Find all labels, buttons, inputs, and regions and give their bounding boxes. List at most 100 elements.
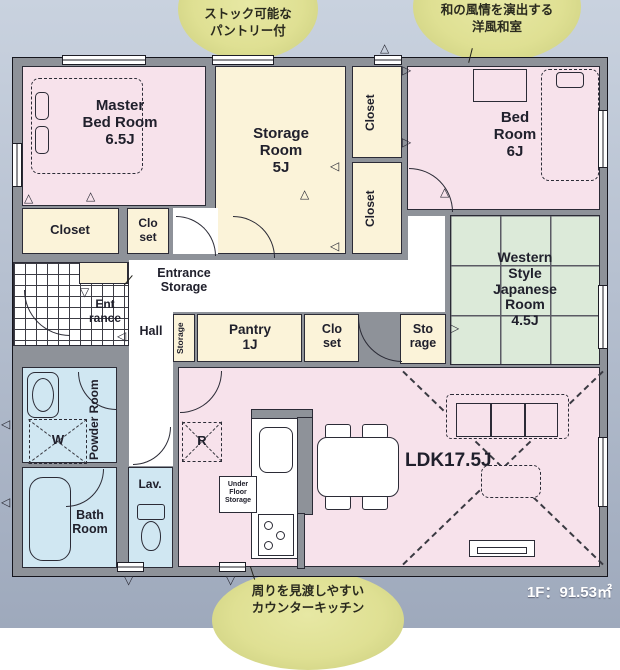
kitchen-counter-back-wall: [251, 409, 313, 419]
entrance-line1: Ent: [95, 297, 115, 311]
floor-area-label: 1F：91.53㎡: [526, 584, 612, 601]
bed-master-icon: [31, 78, 143, 174]
sofa-cushions: [456, 403, 558, 437]
closet-sm-line2: set: [139, 229, 157, 244]
label-western-room: Western Style Japanese Room 4.5J: [460, 249, 590, 329]
window-top-small: [374, 55, 402, 65]
bath-line1: Bath: [76, 508, 104, 522]
kitchen-wall-stub: [297, 513, 305, 569]
bedroom-line3: 6J: [506, 142, 524, 160]
entrance-line2: rance: [88, 310, 122, 325]
opening-marker-icon: ◁: [330, 159, 340, 173]
vent-marker-icon: ▽: [124, 573, 134, 587]
opening-marker-icon: ▷: [402, 135, 412, 149]
callout-kitchen-text: 周りを見渡しやすい カウンターキッチン: [212, 583, 404, 617]
storage-sm-line1: Sto: [412, 322, 434, 336]
entrance-storage-cabinet: [79, 262, 128, 284]
tv-board-icon: [469, 540, 535, 557]
tv-board-inner: [477, 547, 527, 554]
refrigerator-icon: [182, 422, 222, 462]
opening-marker-icon: △: [86, 189, 96, 203]
burner-icon: [264, 541, 273, 550]
room-storage-5j: [215, 66, 346, 254]
room-pantry: [197, 314, 302, 362]
callout-washitsu-line1: 和の風情を演出する: [440, 3, 554, 17]
toilet-bowl-icon: [141, 521, 161, 551]
closet-mid-line2: set: [322, 336, 342, 351]
room-lavatory: [128, 467, 173, 568]
powder-sink-icon: [27, 372, 59, 418]
room-closet-a: [352, 66, 402, 158]
label-storage-strip: Storage: [175, 322, 185, 354]
bathtub-icon: [29, 477, 71, 561]
ent-storage-line2: Storage: [160, 280, 208, 295]
ufs-line2: Floor: [229, 488, 247, 496]
room-storage-strip: [173, 314, 195, 362]
western-line1: Western: [497, 249, 553, 265]
bath-line2: Room: [72, 522, 108, 537]
callout-kitchen-line1: 周りを見渡しやすい: [251, 584, 365, 598]
ufs-line1: Under: [227, 481, 249, 488]
opening-marker-icon: △: [24, 191, 34, 205]
refrigerator-label: R: [197, 433, 207, 448]
pantry-line1: Pantry: [228, 322, 272, 337]
callout-kitchen-line2: カウンターキッチン: [251, 600, 365, 615]
kitchen-counter-side-wall: [297, 417, 313, 515]
washer-label: W: [51, 432, 65, 447]
opening-marker-icon: ▷: [402, 63, 412, 77]
label-closet-mid: Clo set: [310, 322, 354, 350]
window-right-ldk: [598, 437, 608, 507]
desk-icon: [473, 69, 527, 102]
label-hall: Hall: [139, 324, 163, 338]
label-powder-room: Powder Room: [87, 379, 102, 460]
ufs-line3: Storage: [224, 496, 252, 504]
master-line2: Bed Room: [82, 113, 158, 131]
bedroom-line1: Bed: [500, 109, 530, 126]
label-ldk: LDK17.5J: [405, 450, 492, 471]
western-line3: Japanese: [493, 280, 557, 297]
master-line3: 6.5J: [105, 130, 135, 148]
label-entrance-storage: Entrance Storage: [136, 266, 232, 294]
callout-pantry-line2: パントリー付: [210, 23, 286, 38]
coffee-table-icon: [481, 465, 541, 498]
pillow-icon: [556, 72, 584, 88]
opening-marker-icon: ▷: [450, 321, 460, 335]
callout-pantry-line1: ストック可能な: [204, 7, 292, 21]
room-master-bedroom: [22, 66, 206, 206]
room-storage-small: [400, 314, 446, 364]
western-line2: Style: [508, 264, 542, 281]
chair-icon: [362, 495, 388, 510]
western-line5: 4.5J: [511, 312, 539, 329]
label-pantry: Pantry 1J: [205, 322, 295, 353]
chair-icon: [325, 495, 351, 510]
kitchen-sink-icon: [259, 427, 293, 473]
label-lavatory: Lav.: [138, 477, 162, 491]
label-closet-b: Closet: [363, 190, 377, 228]
corridor-bedroom: [408, 216, 445, 260]
toilet-tank-icon: [137, 504, 165, 520]
callout-washitsu-text: 和の風情を演出する 洋風和室: [415, 2, 579, 36]
label-closet-master-small: Clo set: [130, 216, 166, 244]
window-right-western: [598, 285, 608, 349]
callout-pantry-text: ストック可能な パントリー付: [180, 6, 316, 40]
room-closet-mid: [304, 314, 359, 362]
western-line4: Room: [505, 296, 545, 313]
label-bath-room: Bath Room: [66, 508, 114, 536]
closet-mid-line1: Clo: [321, 322, 343, 336]
label-storage-small: Sto rage: [402, 322, 444, 350]
opening-marker-icon: ▽: [80, 285, 90, 299]
window-bottom-lav: [117, 562, 144, 572]
closet-sm-line1: Clo: [138, 216, 158, 230]
window-top-master: [62, 55, 146, 65]
pantry-line2: 1J: [242, 337, 258, 353]
bedroom-line2: Room: [493, 125, 537, 143]
room-closet-b: [352, 162, 402, 254]
label-master-bedroom: Master Bed Room 6.5J: [55, 97, 185, 149]
storage5-line2: Room: [259, 141, 303, 159]
window-right-bedroom: [598, 110, 608, 168]
vent-marker-icon: ◁: [1, 495, 11, 509]
powder-line1: Powder: [87, 416, 101, 460]
pillow-icon: [35, 126, 49, 154]
washer-box-icon: [29, 419, 87, 464]
sofa-icon: [446, 394, 569, 439]
